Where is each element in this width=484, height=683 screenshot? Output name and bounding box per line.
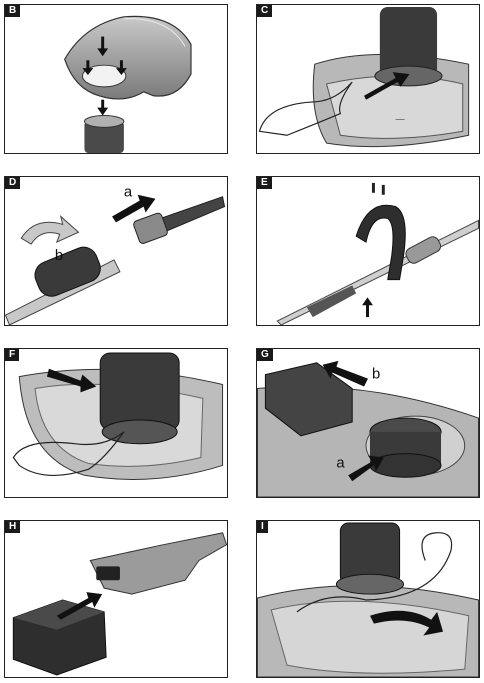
handle-mount-illustration (276, 182, 479, 325)
figure-panel-i: I (256, 520, 480, 678)
down-arrow-icon (82, 36, 127, 116)
figure-panel-e: E (256, 176, 480, 326)
figure-panel-d: D a b (4, 176, 228, 326)
line-insert-illustration: — (258, 6, 470, 148)
figure-panel-f: F (4, 348, 228, 498)
panel-letter: B (5, 5, 21, 17)
label-b: b (55, 248, 63, 264)
shaft-assembly-illustration: a b (5, 185, 226, 325)
rotate-arrow-icon (369, 610, 444, 636)
battery-insert-illustration (12, 532, 227, 676)
spool-release-illustration: b a (257, 360, 479, 497)
panel-letter: H (5, 521, 21, 533)
panel-letter: I (257, 521, 268, 533)
up-arrow-icon (362, 297, 373, 318)
svg-text:—: — (395, 113, 405, 123)
label-a: a (336, 455, 345, 471)
panel-letter: G (257, 349, 273, 361)
screw-icon (371, 182, 385, 195)
arrow-icon (46, 368, 97, 393)
arrow-icon (112, 194, 156, 223)
arrow-icon (56, 592, 103, 620)
figure-panel-c: C — (256, 4, 480, 154)
spool-cover-illustration (12, 352, 224, 480)
guard-lock-illustration (257, 522, 479, 677)
figure-panel-g: G b a (256, 348, 480, 498)
figure-panel-b: B (4, 4, 228, 154)
rotate-arrow-icon (20, 215, 80, 245)
panel-letter: F (5, 349, 20, 361)
arrow-icon (364, 72, 410, 100)
label-b: b (372, 367, 380, 383)
panel-letter: C (257, 5, 273, 17)
panel-letter: E (257, 177, 272, 189)
figure-panel-h: H (4, 520, 228, 678)
guard-attach-illustration (64, 15, 192, 153)
label-a: a (124, 185, 133, 201)
panel-letter: D (5, 177, 21, 189)
arrow-icon (322, 360, 384, 482)
